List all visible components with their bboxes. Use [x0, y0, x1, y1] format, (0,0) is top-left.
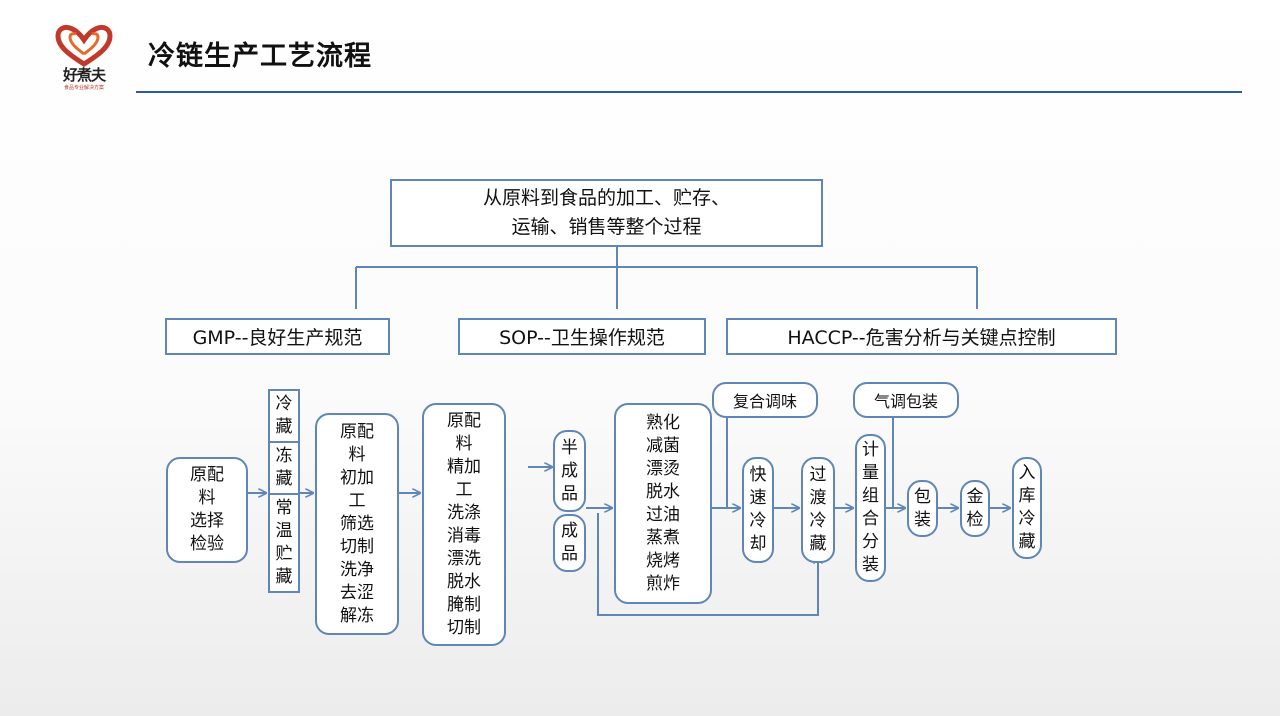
cold-storage-box: 入 库 冷 藏: [1012, 457, 1042, 559]
semi-finished-box: 半 成 品: [553, 430, 586, 512]
storage-ambient-box: 常 温 贮 藏: [268, 493, 300, 593]
fine-processing-box: 原配 料 精加 工 洗涤 消毒 漂洗 脱水 腌制 切制: [422, 403, 506, 646]
standard-sop-box: SOP--卫生操作规范: [458, 318, 706, 355]
compound-seasoning-box: 复合调味: [712, 382, 818, 418]
definition-box: 从原料到食品的加工、贮存、 运输、销售等整个过程: [390, 179, 823, 247]
modified-atmosphere-packaging-box: 气调包装: [853, 382, 959, 418]
metal-detection-box: 金 检: [960, 480, 990, 537]
logo-subtext: 食品专业解决方案: [63, 85, 104, 91]
storage-chilled-box: 冷藏: [268, 389, 300, 443]
pre-processing-box: 原配 料 初加 工 筛选 切制 洗净 去涩 解冻: [315, 413, 399, 635]
weigh-and-pack-box: 计 量 组 合 分 装: [855, 434, 886, 582]
standard-haccp-box: HACCP--危害分析与关键点控制: [726, 318, 1117, 355]
title-divider: [136, 91, 1242, 93]
page-title: 冷链生产工艺流程: [148, 41, 372, 72]
packaging-box: 包 装: [907, 480, 938, 537]
arrow-finished-bypass: [597, 513, 818, 616]
raw-material-select-text: 原配 料 选择 检验: [190, 465, 224, 554]
quick-cooling-box: 快 速 冷 却: [742, 457, 774, 563]
heart-logo-icon: [55, 24, 113, 67]
standard-gmp-box: GMP--良好生产规范: [165, 318, 390, 355]
logo-text: 好煮夫: [62, 66, 106, 84]
definition-line-1: 从原料到食品的加工、贮存、: [482, 187, 730, 209]
cooking-box: 熟化 减菌 漂烫 脱水 过油 蒸煮 烧烤 煎炸: [614, 403, 712, 604]
transition-chilling-box: 过 渡 冷 藏: [801, 457, 835, 563]
definition-line-2: 运输、销售等整个过程: [511, 216, 702, 238]
storage-frozen-box: 冻藏: [268, 441, 300, 495]
company-logo: 好煮夫 食品专业解决方案: [50, 24, 118, 94]
raw-material-select-box: 原配 料 选择 检验: [166, 457, 248, 563]
finished-product-box: 成 品: [553, 514, 586, 572]
